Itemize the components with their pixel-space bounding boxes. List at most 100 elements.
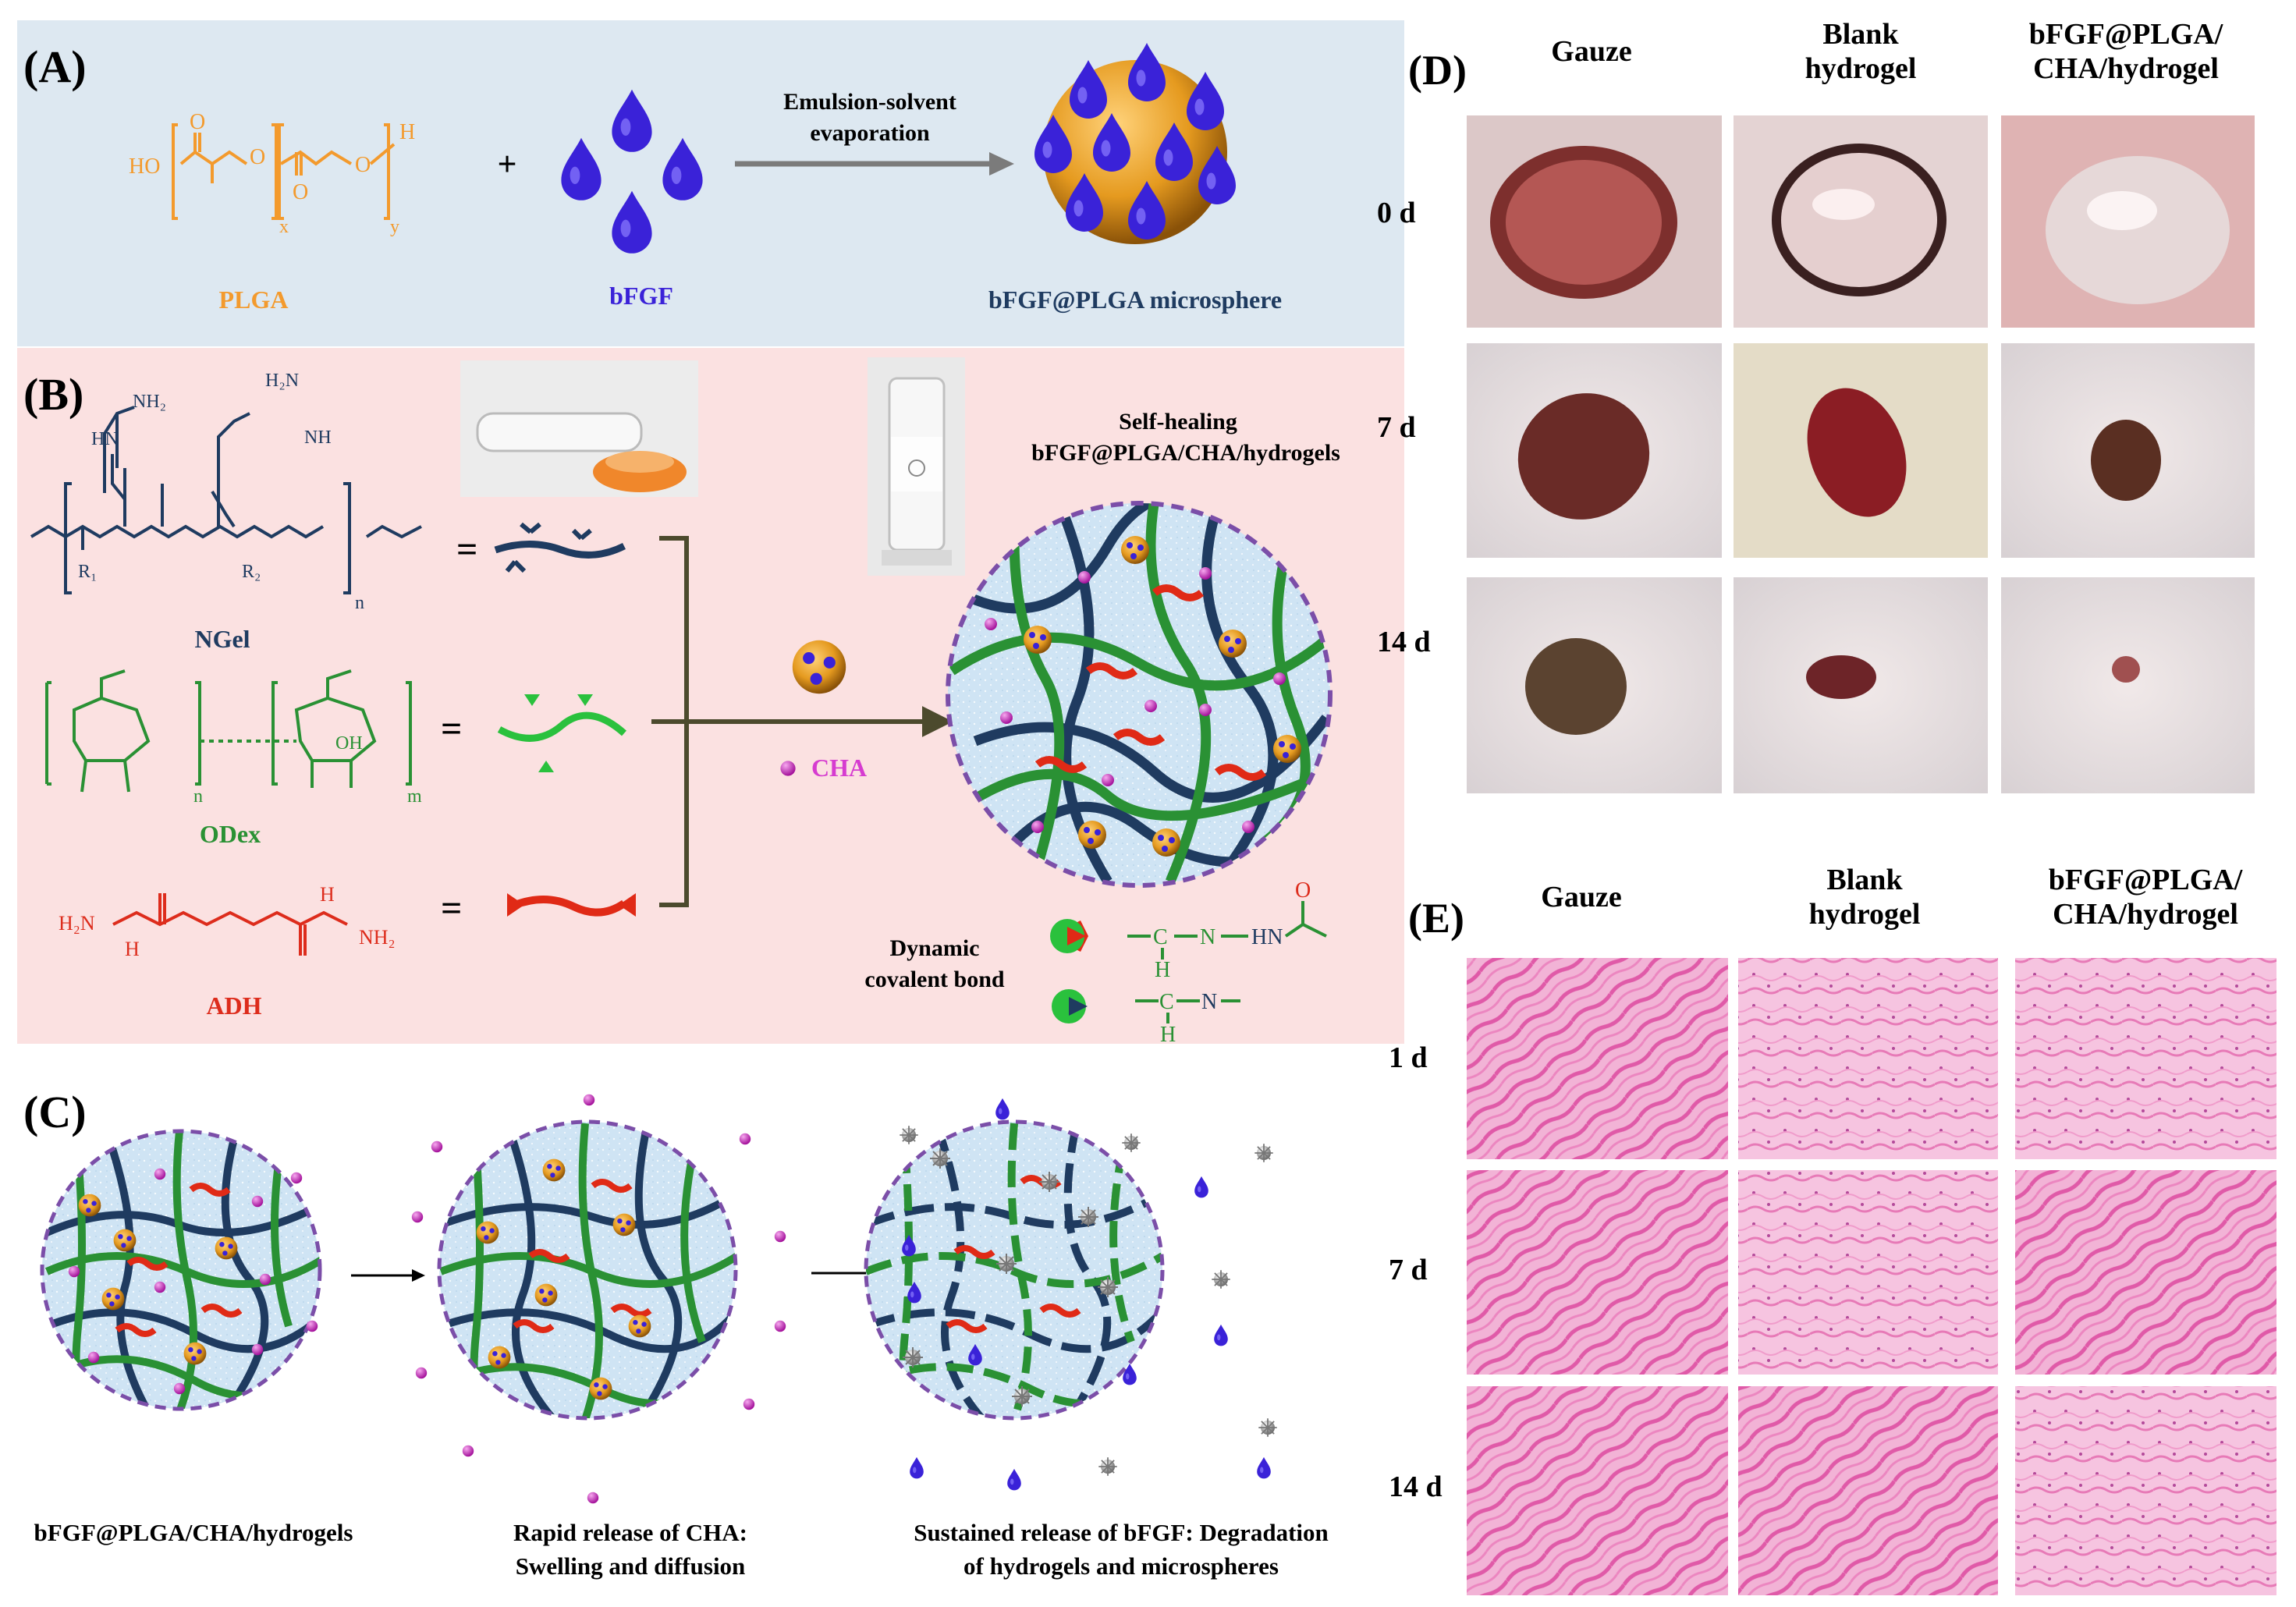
bfgf-plga-microsphere bbox=[1034, 43, 1236, 244]
stage3-label-line2: of hydrogels and microspheres bbox=[963, 1552, 1279, 1580]
bfgf-label: bFGF bbox=[609, 282, 673, 310]
odex-label: ODex bbox=[200, 820, 261, 848]
synthesis-arrow bbox=[735, 152, 1014, 176]
column-header: bFGF@PLGA/CHA/hydrogel bbox=[2049, 864, 2243, 931]
ngel-nh2a: NH₂ bbox=[133, 392, 166, 412]
ngel-n: n bbox=[355, 593, 364, 613]
stage1-label: bFGF@PLGA/CHA/hydrogels bbox=[34, 1519, 353, 1546]
histology-image bbox=[1738, 1386, 1998, 1595]
panel-c-label: (C) bbox=[23, 1087, 87, 1137]
hydrogel-network bbox=[946, 501, 1333, 888]
ngel-structure bbox=[30, 406, 422, 594]
column-header: Gauze bbox=[1551, 35, 1631, 68]
cha-icon bbox=[780, 761, 796, 776]
stage3-network bbox=[864, 1119, 1165, 1421]
column-header: Gauze bbox=[1541, 881, 1621, 913]
row-label: 14 d bbox=[1377, 626, 1431, 658]
plus-sign: + bbox=[497, 145, 516, 183]
wound-photo bbox=[1467, 343, 1722, 558]
arrow-label-line2: evaporation bbox=[810, 120, 930, 146]
wound-photo bbox=[1467, 115, 1722, 328]
imine-bond-icon bbox=[1052, 989, 1088, 1023]
ngel-hn: HN bbox=[91, 429, 119, 449]
adh-chain-icon bbox=[507, 893, 636, 917]
product-label-line2: bFGF@PLGA/CHA/hydrogels bbox=[1031, 440, 1340, 466]
hydrazone-h: H bbox=[1155, 958, 1170, 982]
bond-label-line1: Dynamic bbox=[890, 935, 980, 961]
panel-d-row-labels: 0 d 7 d 14 d bbox=[1377, 197, 1431, 658]
wound-photos bbox=[1467, 115, 2255, 793]
wound-photo bbox=[1734, 115, 1988, 328]
stage2-label-line1: Rapid release of CHA: bbox=[513, 1519, 747, 1546]
odex-structure-labels: n m OH bbox=[193, 733, 422, 807]
plga-o3: O bbox=[293, 180, 308, 204]
row-label: 1 d bbox=[1389, 1041, 1428, 1074]
hydrazone-labels: C N HN H O bbox=[1153, 878, 1311, 982]
arrow-label-line1: Emulsion-solvent bbox=[783, 89, 956, 115]
adh-nh2: NH₂ bbox=[359, 926, 396, 949]
plga-o4: O bbox=[355, 153, 371, 177]
stage2-label-line2: Swelling and diffusion bbox=[516, 1552, 746, 1580]
odex-m: m bbox=[407, 786, 422, 807]
stage2-network bbox=[437, 1119, 738, 1421]
plga-structure bbox=[172, 123, 396, 220]
plga-h: H bbox=[399, 120, 415, 144]
panel-e-row-labels: 1 d 7 d 14 d bbox=[1389, 1041, 1443, 1503]
ngel-nh: NH bbox=[304, 427, 332, 448]
ngel-label: NGel bbox=[194, 625, 250, 653]
row-label: 7 d bbox=[1389, 1254, 1428, 1286]
wound-photo bbox=[1467, 577, 1722, 793]
adh-h2: H bbox=[320, 883, 335, 906]
row-label: 14 d bbox=[1389, 1470, 1443, 1503]
stage3-label-line1: Sustained release of bFGF: Degradation bbox=[914, 1519, 1329, 1546]
adh-equals: = bbox=[441, 888, 462, 929]
hydrazone-bond-icon bbox=[1050, 919, 1088, 953]
histology-image bbox=[2015, 1170, 2276, 1375]
odex-structure bbox=[45, 669, 412, 793]
hydrazone-hn: HN bbox=[1251, 925, 1283, 949]
panel-a: (A) HO O O O O H x y PLGA + bbox=[17, 20, 1404, 346]
imine-structure bbox=[1135, 999, 1240, 1023]
odex-chain-icon bbox=[497, 694, 626, 772]
panel-a-label: (A) bbox=[23, 41, 87, 92]
panel-e-label: (E) bbox=[1408, 895, 1464, 942]
histology-image bbox=[1467, 1386, 1728, 1595]
stage1-network bbox=[40, 1129, 322, 1411]
wound-photo bbox=[2001, 343, 2255, 558]
panel-b: (B) NH₂ HN H₂N NH R₁ R₂ n NGel = bbox=[17, 348, 1404, 1047]
plga-o2: O bbox=[250, 145, 265, 169]
adh-h1: H bbox=[125, 938, 140, 960]
imine-labels: C N H bbox=[1159, 990, 1217, 1047]
microsphere-icon bbox=[792, 640, 846, 694]
imine-n: N bbox=[1201, 990, 1217, 1014]
histology-image bbox=[1738, 958, 1998, 1159]
panel-d-label: (D) bbox=[1408, 47, 1467, 94]
odex-n: n bbox=[193, 786, 203, 807]
histology-images bbox=[1467, 958, 2276, 1595]
row-label: 7 d bbox=[1377, 411, 1416, 444]
adh-label: ADH bbox=[206, 992, 261, 1020]
histology-image bbox=[2015, 958, 2276, 1159]
assembly-arrow bbox=[651, 536, 953, 907]
cha-label: CHA bbox=[811, 754, 867, 782]
hydrazone-structure bbox=[1127, 901, 1327, 960]
imine-h: H bbox=[1160, 1023, 1176, 1047]
hydrazone-c: C bbox=[1153, 925, 1168, 949]
product-label-line1: Self-healing bbox=[1119, 409, 1237, 435]
hydrazone-n: N bbox=[1200, 925, 1215, 949]
panel-c: (C) bbox=[23, 1087, 1329, 1580]
wound-photo bbox=[1734, 577, 1988, 793]
ngel-equals: = bbox=[456, 529, 477, 570]
histology-image bbox=[2015, 1386, 2276, 1595]
plga-ho: HO bbox=[129, 154, 160, 179]
ngel-r2: R₂ bbox=[242, 562, 261, 582]
row-label: 0 d bbox=[1377, 197, 1416, 229]
hydrazone-o: O bbox=[1295, 878, 1311, 903]
histology-image bbox=[1467, 958, 1728, 1159]
